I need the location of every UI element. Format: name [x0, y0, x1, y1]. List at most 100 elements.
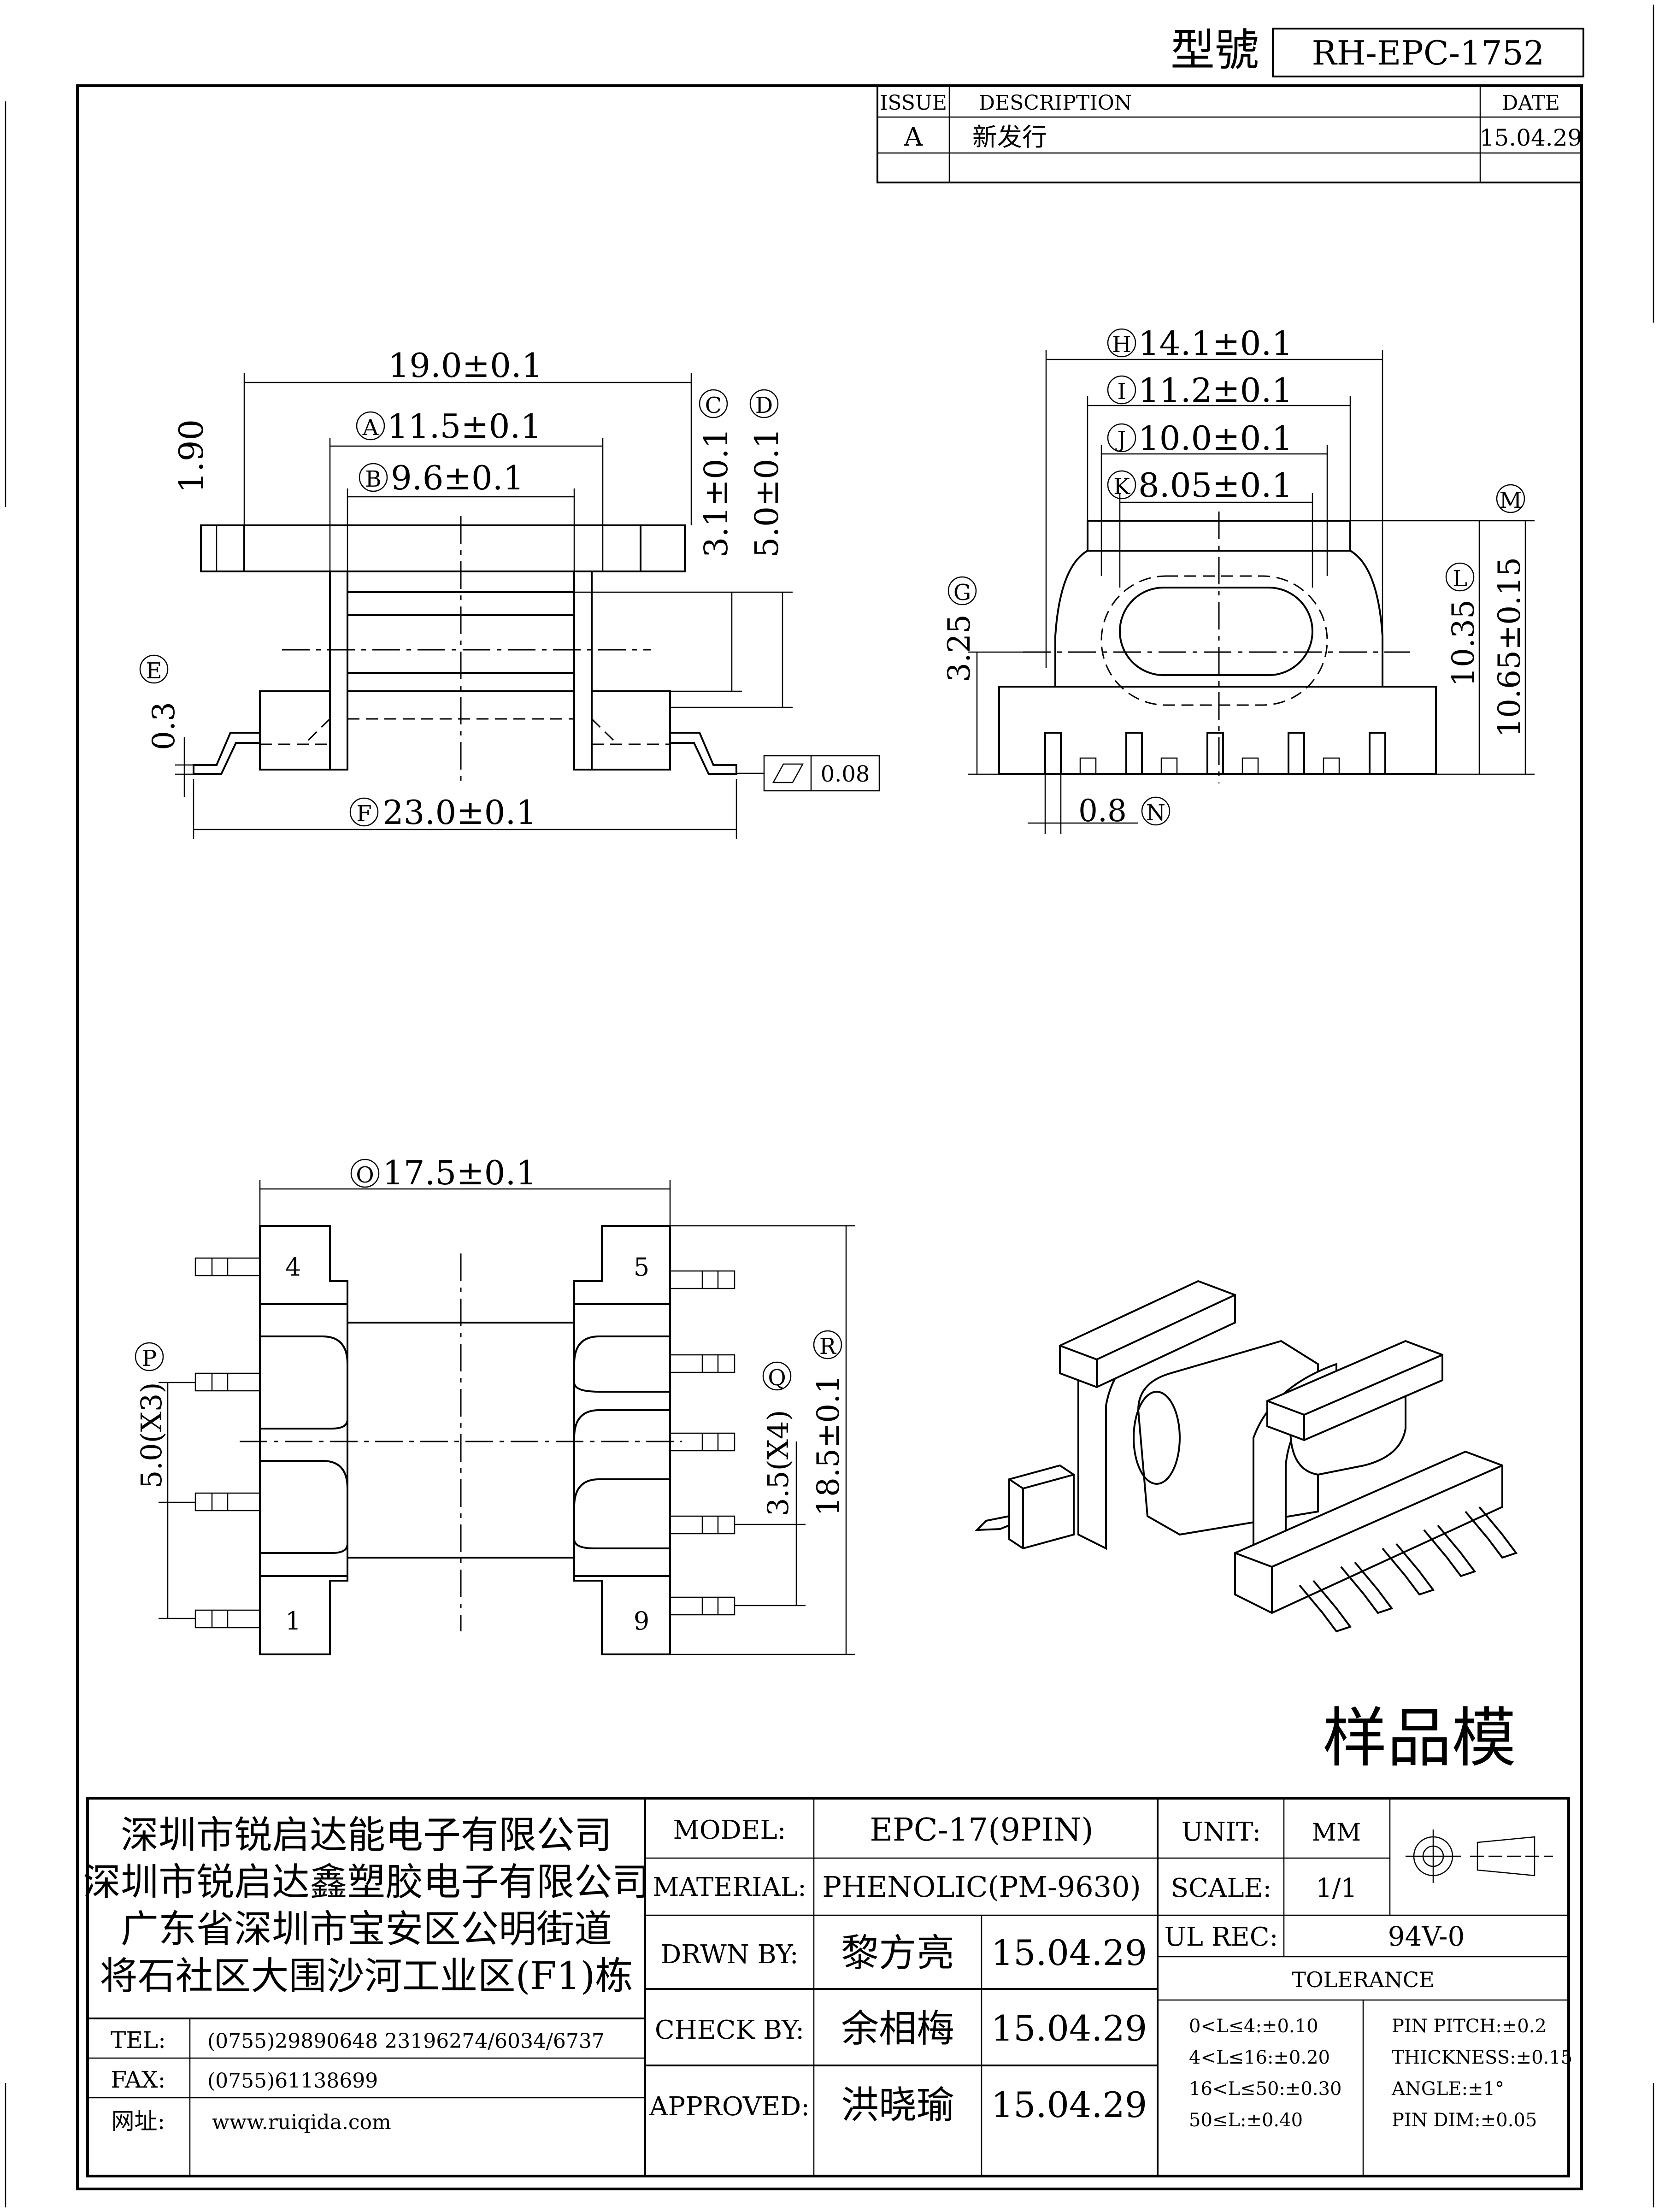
circ-f: F [356, 801, 371, 827]
sample-label: 样品模 [1323, 1701, 1516, 1776]
scale-value: 1/1 [1316, 1873, 1357, 1903]
web-value: www.ruiqida.com [212, 2111, 391, 2134]
tol-right-3: ANGLE:±1° [1391, 2078, 1504, 2100]
tol-right-4: PIN DIM:±0.05 [1392, 2110, 1537, 2131]
dim-d: D 5.0±0.1 [670, 389, 793, 708]
circ-n: N [1146, 800, 1165, 826]
fax-label: FAX: [111, 2066, 166, 2093]
dim-c: C 3.1±0.1 [574, 389, 742, 692]
side-view: H 14.1±0.1 I 11.2±0.1 J 10.0±0.1 K 8.05±… [941, 324, 1535, 834]
title-block: 深圳市锐启达能电子有限公司 深圳市锐启达鑫塑胶电子有限公司 广东省深圳市宝安区公… [83, 1797, 1572, 2177]
dim-10-35: 10.35 [1446, 600, 1481, 687]
circ-a: A [362, 415, 379, 441]
circ-c: C [705, 393, 722, 418]
circ-g: G [953, 580, 971, 606]
circ-l: L [1453, 566, 1467, 592]
circ-i: I [1118, 379, 1126, 405]
front-view: 19.0±0.1 A 11.5±0.1 B 9.6±0.1 1.90 [139, 346, 880, 839]
dim-18-5: 18.5±0.1 [811, 1375, 846, 1516]
dim-10-65: 10.65±0.15 [1492, 557, 1527, 737]
dim-10-0: 10.0±0.1 [1138, 419, 1293, 458]
dim-11-2: 11.2±0.1 [1138, 371, 1293, 410]
dim-17-5: 17.5±0.1 [382, 1153, 537, 1192]
part-number-header: 型號 RH-EPC-1752 [1171, 24, 1584, 77]
material-label: MATERIAL: [653, 1872, 806, 1902]
dim-p: P 5.0(X3) [135, 1342, 195, 1619]
pin-label-4: 4 [285, 1253, 301, 1282]
ul-label: UL REC: [1165, 1922, 1278, 1952]
dim-r: R 18.5±0.1 [670, 1225, 855, 1655]
coplanarity-value: 0.08 [821, 761, 870, 787]
company-line-1: 深圳市锐启达能电子有限公司 [121, 1813, 612, 1857]
tol-right-1: PIN PITCH:±0.2 [1392, 2016, 1547, 2037]
drawing-frame [76, 84, 1583, 2190]
rev-col-issue: ISSUE [880, 91, 947, 115]
model-no-label: 型號 [1171, 24, 1259, 76]
tel-value: (0755)29890648 23196274/6034/6737 [207, 2030, 605, 2053]
projection-symbol-icon [1406, 1830, 1553, 1883]
fax-value: (0755)61138699 [207, 2069, 378, 2093]
tol-right-2: THICKNESS:±0.15 [1392, 2047, 1572, 2068]
drawn-date: 15.04.29 [991, 1932, 1147, 1973]
pin-label-1: 1 [285, 1606, 301, 1635]
circ-o: O [356, 1162, 374, 1188]
web-label: 网址: [112, 2108, 165, 2135]
dim-0-8: 0.8 [1078, 793, 1127, 829]
check-date: 15.04.29 [991, 2008, 1147, 2049]
rev-col-date: DATE [1502, 91, 1560, 115]
isometric-view [974, 1280, 1518, 1633]
dim-j: J 10.0±0.1 [1100, 419, 1328, 576]
dim-f: F 23.0±0.1 [193, 779, 737, 839]
model-no-box [1272, 28, 1584, 77]
model-label: MODEL: [673, 1815, 786, 1845]
circ-p: P [142, 1346, 157, 1371]
revision-table: ISSUE DESCRIPTION DATE A 新发行 15.04.29 [877, 85, 1583, 183]
dim-l: L 10.35 [1350, 520, 1488, 775]
company-line-4: 将石社区大围沙河工业区(F1)栋 [100, 1954, 633, 1998]
dim-1-90: 1.90 [172, 419, 211, 493]
model-value: EPC-17(9PIN) [870, 1812, 1093, 1848]
dim-h: H 14.1±0.1 [1045, 324, 1383, 687]
bottom-view: 4 5 1 9 O 17.5±0.1 P 5.0(X3) Q 3.5( [135, 1153, 855, 1655]
dim-n: 0.8 N [1028, 774, 1171, 834]
dim-i: I 11.2±0.1 [1087, 371, 1351, 521]
dim-a: A 11.5±0.1 [329, 407, 604, 571]
tel-label: TEL: [111, 2027, 166, 2053]
tol-left-1: 0<L≤4:±0.10 [1189, 2016, 1318, 2037]
dim-3-5-x4: 3.5(X4) [761, 1410, 795, 1516]
circ-e: E [146, 658, 162, 684]
circ-j: J [1115, 427, 1126, 453]
checked-by: 余相梅 [841, 2007, 954, 2051]
dim-23-0: 23.0±0.1 [382, 793, 537, 832]
dim-b: B 9.6±0.1 [347, 459, 575, 571]
dim-o: O 17.5±0.1 [259, 1153, 671, 1226]
circ-k: K [1113, 474, 1130, 500]
circ-d: D [755, 393, 773, 418]
dim-0-3: 0.3 [146, 702, 182, 750]
circ-h: H [1112, 332, 1131, 358]
dim-m: M 10.65±0.15 [1488, 484, 1535, 775]
dim-k: K 8.05±0.1 [1107, 466, 1313, 588]
dim-9-6: 9.6±0.1 [391, 459, 524, 497]
material-value: PHENOLIC(PM-9630) [822, 1870, 1141, 1904]
dim-e: E 0.3 [139, 654, 194, 797]
dim-g: G 3.25 [941, 576, 1028, 775]
tol-left-3: 16<L≤50:±0.30 [1189, 2078, 1341, 2100]
tol-left-4: 50≤L:±0.40 [1189, 2110, 1303, 2131]
check-label: CHECK BY: [655, 2015, 804, 2045]
model-no: RH-EPC-1752 [1312, 34, 1545, 72]
dim-14-1: 14.1±0.1 [1138, 324, 1293, 363]
circ-q: Q [768, 1365, 786, 1391]
ul-value: 94V-0 [1388, 1921, 1465, 1952]
scale-label: SCALE: [1171, 1873, 1272, 1903]
dim-5-0-x3: 5.0(X3) [135, 1382, 168, 1488]
dim-3-25: 3.25 [941, 614, 977, 682]
company-line-2: 深圳市锐启达鑫塑胶电子有限公司 [83, 1860, 650, 1904]
unit-value: MM [1312, 1819, 1361, 1847]
pin-label-5: 5 [634, 1253, 649, 1282]
pin-label-9: 9 [634, 1606, 649, 1635]
approved-by: 洪晓瑜 [841, 2083, 954, 2127]
unit-label: UNIT: [1182, 1817, 1261, 1847]
approved-label: APPROVED: [649, 2092, 810, 2122]
